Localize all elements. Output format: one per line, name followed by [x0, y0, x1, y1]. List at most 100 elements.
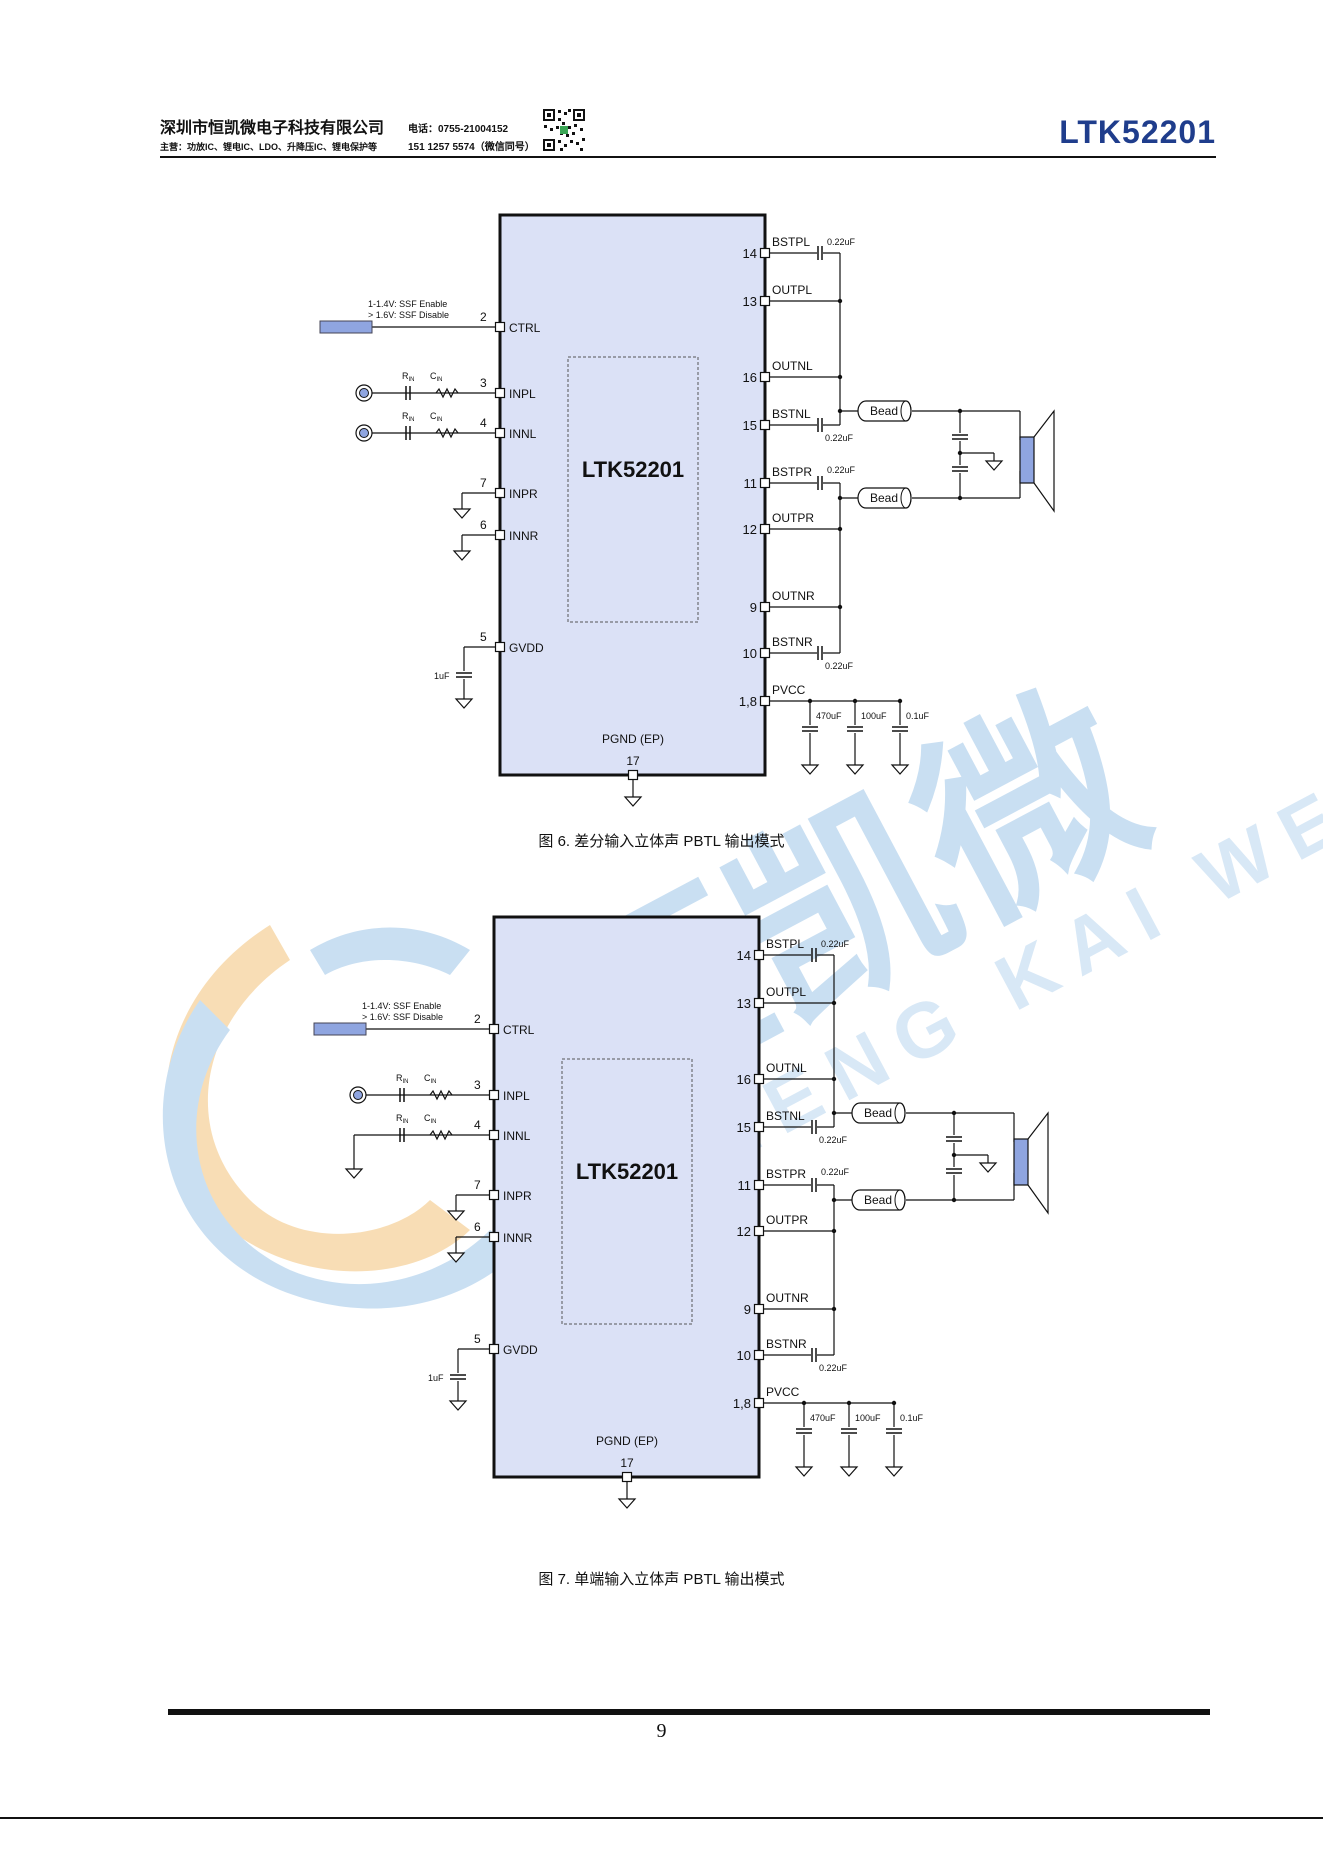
diagram-label: RIN — [396, 1113, 409, 1125]
pin-box — [488, 1129, 500, 1141]
ground-icon — [446, 1252, 466, 1263]
diagram-label: OUTNL — [766, 1061, 807, 1075]
figure-6-caption: 图 6. 差分输入立体声 PBTL 输出模式 — [538, 833, 785, 850]
diagram-label: 2 — [474, 1012, 481, 1026]
business-scope: 主营：功放IC、锂电IC、LDO、升降压IC、锂电保护等 — [160, 142, 377, 152]
diagram-label: LTK52201 — [576, 1159, 678, 1184]
pin-box — [753, 1397, 765, 1409]
diagram-label: RIN — [402, 411, 415, 423]
wechat-number: 151 1257 5574（微信同号） — [408, 142, 535, 153]
diagram-label: 6 — [474, 1220, 481, 1234]
diagram-label: INNR — [503, 1231, 533, 1245]
page-number: 9 — [656, 1720, 667, 1742]
diagram-label: 7 — [480, 476, 487, 490]
diagram-label: 470uF — [816, 711, 842, 721]
resistor-icon — [429, 1089, 453, 1101]
qr-code-icon — [542, 108, 586, 152]
junction-dot — [852, 698, 858, 704]
diagram-label: 9 — [744, 1302, 751, 1317]
diagram-label: 0.22uF — [827, 237, 856, 247]
junction-dot — [837, 298, 843, 304]
input-jack-core — [359, 388, 369, 398]
pin-box — [759, 419, 771, 431]
diagram-label: BSTPR — [772, 465, 812, 479]
ferrite-bead-end — [900, 400, 912, 422]
diagram-label: LTK52201 — [582, 457, 684, 482]
speaker-icon — [1019, 436, 1035, 484]
diagram-label: CTRL — [503, 1023, 535, 1037]
diagram-label: 14 — [743, 246, 757, 261]
diagram-label: 1uF — [434, 671, 450, 681]
ctrl-voltage-source — [313, 1022, 367, 1036]
diagram-label: BSTNR — [766, 1337, 807, 1351]
diagram-label: 100uF — [861, 711, 887, 721]
diagram-label: INPL — [503, 1089, 530, 1103]
diagram-label: 3 — [480, 376, 487, 390]
ic-die-outline — [567, 356, 699, 623]
junction-dot — [837, 526, 843, 532]
ferrite-bead-end — [900, 487, 912, 509]
diagram-label: 17 — [620, 1456, 634, 1470]
pin-box — [494, 641, 506, 653]
diagram-label: RIN — [396, 1073, 409, 1085]
junction-dot — [951, 1152, 957, 1158]
ground-icon — [984, 460, 1004, 471]
junction-dot — [837, 374, 843, 380]
ic-body — [498, 213, 767, 777]
ctrl-voltage-source — [319, 320, 373, 334]
pin-box — [494, 529, 506, 541]
junction-dot — [897, 698, 903, 704]
pin-box — [753, 1349, 765, 1361]
ground-icon — [623, 796, 643, 807]
diagram-label: 13 — [737, 996, 751, 1011]
diagram-label: BSTPL — [772, 235, 810, 249]
pin-box — [494, 427, 506, 439]
junction-dot — [837, 604, 843, 610]
diagram-label: INNR — [509, 529, 539, 543]
diagram-label: 17 — [626, 754, 640, 768]
diagram-label: INPR — [509, 487, 538, 501]
ground-icon — [978, 1162, 998, 1173]
diagram-label: BSTNL — [772, 407, 811, 421]
diagram-label: OUTNL — [772, 359, 813, 373]
speaker-cone — [1027, 1111, 1049, 1215]
junction-dot — [831, 1076, 837, 1082]
pin-box — [753, 1073, 765, 1085]
pin-box — [759, 371, 771, 383]
figure-6-schematic: LTK52201CTRL2INPL3INNL4INPR7INNR6GVDD51-… — [319, 213, 1055, 807]
pin-box — [759, 647, 771, 659]
diagram-label: 0.22uF — [825, 661, 854, 671]
pin-box — [488, 1343, 500, 1355]
ground-icon — [839, 1466, 859, 1477]
diagram-label: 15 — [743, 418, 757, 433]
ground-icon — [446, 1210, 466, 1221]
diagram-label: 10 — [743, 646, 757, 661]
ground-icon — [884, 1466, 904, 1477]
diagram-label: PVCC — [772, 683, 806, 697]
ic-die-outline — [561, 1058, 693, 1325]
diagram-label: GVDD — [509, 641, 544, 655]
diagram-label: INPR — [503, 1189, 532, 1203]
pin-box — [759, 247, 771, 259]
diagram-label: 0.1uF — [900, 1413, 924, 1423]
footer-rule — [168, 1709, 1210, 1715]
diagram-label: CIN — [430, 411, 443, 423]
diagram-label: CIN — [430, 371, 443, 383]
diagram-label: RIN — [402, 371, 415, 383]
diagram-label: 9 — [750, 600, 757, 615]
resistor-icon — [435, 427, 459, 439]
diagram-label: 10 — [737, 1348, 751, 1363]
diagram-label: OUTPL — [772, 283, 812, 297]
pin-box — [627, 769, 639, 781]
page-header: 深圳市恒凯微电子科技有限公司 主营：功放IC、锂电IC、LDO、升降压IC、锂电… — [160, 108, 1216, 158]
diagram-label: 0.22uF — [821, 939, 850, 949]
ferrite-bead-end — [894, 1102, 906, 1124]
diagram-label: 12 — [743, 522, 757, 537]
pin-box — [759, 477, 771, 489]
diagram-label: OUTPR — [772, 511, 814, 525]
diagram-label: OUTPR — [766, 1213, 808, 1227]
ground-icon — [890, 764, 910, 775]
diagram-label: BSTPR — [766, 1167, 806, 1181]
diagram-label: 1-1.4V: SSF Enable — [368, 299, 447, 309]
